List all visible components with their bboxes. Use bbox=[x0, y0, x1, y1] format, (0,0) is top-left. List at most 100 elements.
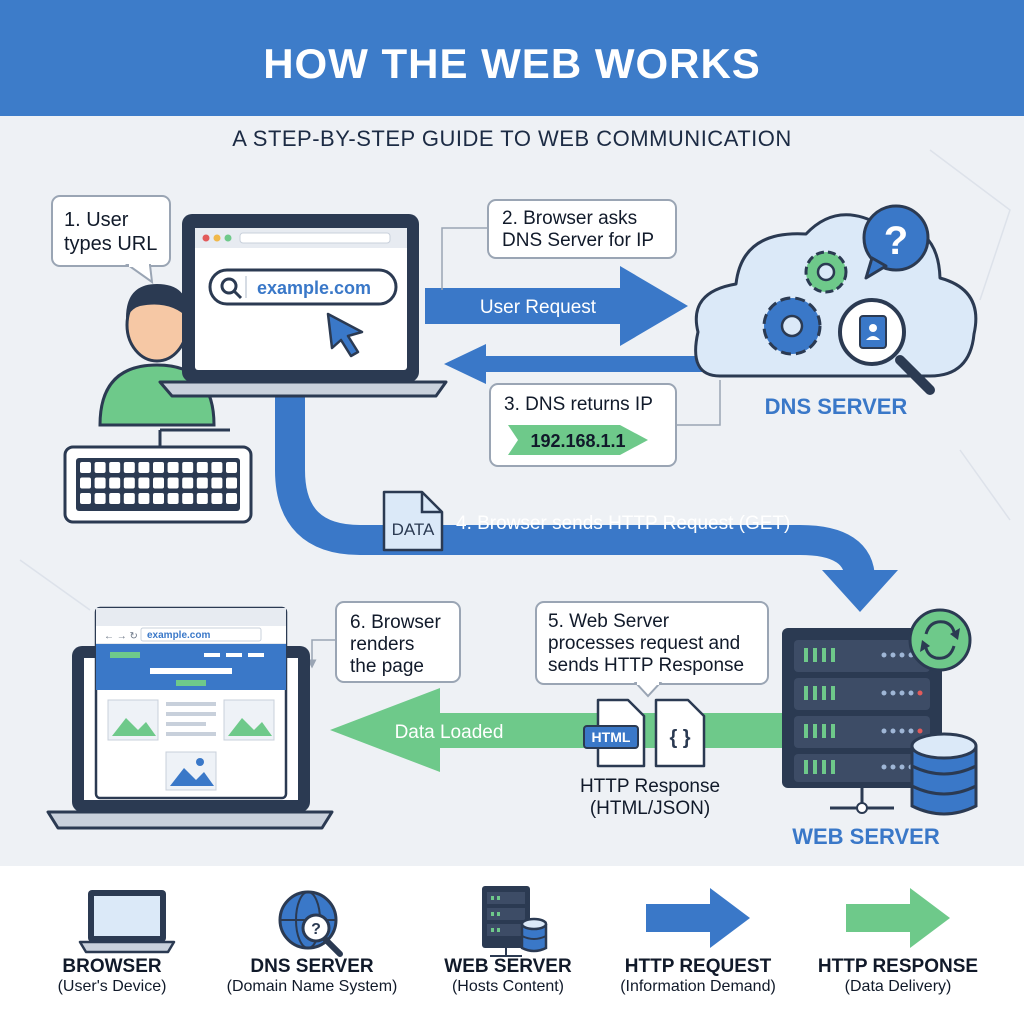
svg-text:← → ↻: ← → ↻ bbox=[104, 631, 138, 642]
search-icon bbox=[220, 277, 243, 300]
step3-line1: 3. DNS returns IP bbox=[504, 394, 653, 415]
server-status-bar bbox=[822, 724, 826, 738]
header-banner: HOW THE WEB WORKS bbox=[0, 0, 1024, 116]
keyboard-key bbox=[182, 462, 194, 473]
legend-title-browser: BROWSER bbox=[62, 956, 162, 977]
keyboard-key bbox=[80, 493, 91, 504]
user-request-label: User Request bbox=[480, 297, 597, 318]
legend-sub-http-response: (Data Delivery) bbox=[844, 978, 952, 995]
server-status-dot bbox=[890, 764, 896, 770]
server-status-bar bbox=[831, 686, 835, 700]
keyboard-key bbox=[109, 462, 121, 473]
server-status-bar bbox=[822, 760, 826, 774]
keyboard-key bbox=[226, 477, 237, 489]
step6-callout bbox=[307, 601, 461, 683]
browser-laptop-icon bbox=[78, 890, 176, 954]
step1-line1: 1. User bbox=[64, 209, 129, 231]
step5-line2: processes request and bbox=[548, 633, 740, 654]
server-status-bar bbox=[813, 760, 817, 774]
keyboard-key bbox=[196, 493, 208, 504]
page-title: HOW THE WEB WORKS bbox=[263, 40, 761, 87]
legend-item-http-request: HTTP REQUEST (Information Demand) bbox=[598, 866, 798, 1024]
keyboard-key bbox=[138, 493, 150, 504]
step2-callout bbox=[441, 199, 677, 290]
legend-item-browser: BROWSER (User's Device) bbox=[12, 866, 212, 1024]
keyboard-key bbox=[167, 493, 179, 504]
legend-title-http-request: HTTP REQUEST bbox=[624, 956, 772, 977]
server-status-bar bbox=[804, 648, 808, 662]
legend-title-dns-server: DNS SERVER bbox=[250, 956, 374, 977]
step5-line3: sends HTTP Response bbox=[548, 655, 744, 676]
json-file-icon bbox=[654, 698, 706, 768]
dns-return-arrow bbox=[444, 344, 760, 384]
server-status-dot bbox=[899, 764, 905, 770]
rendered-browser-window: ← → ↻ bbox=[94, 606, 288, 800]
database-icon bbox=[910, 732, 978, 816]
cursor-icon bbox=[326, 312, 364, 358]
server-status-bar bbox=[804, 724, 808, 738]
dns-server-label: DNS SERVER bbox=[765, 394, 908, 419]
legend-title-http-response: HTTP RESPONSE bbox=[817, 956, 979, 977]
keyboard-key bbox=[211, 493, 223, 504]
search-bar bbox=[208, 268, 398, 306]
keyboard-key bbox=[109, 493, 121, 504]
green-arrow-icon bbox=[846, 888, 950, 948]
server-status-dot bbox=[890, 652, 896, 658]
magnifier-address-book-icon bbox=[838, 298, 935, 395]
user-request-arrow bbox=[425, 266, 688, 346]
legend-item-web-server: WEB SERVER (Hosts Content) bbox=[408, 866, 608, 1024]
keyboard-key bbox=[94, 462, 106, 473]
legend-title-web-server: WEB SERVER bbox=[444, 956, 572, 977]
step3-ip-address: 192.168.1.1 bbox=[530, 431, 625, 451]
legend-sub-http-request: (Information Demand) bbox=[620, 978, 776, 995]
legend-sub-web-server: (Hosts Content) bbox=[451, 978, 565, 995]
keyboard-key bbox=[211, 462, 223, 473]
globe-search-icon: ? bbox=[278, 890, 343, 957]
server-status-bar bbox=[804, 760, 808, 774]
http-request-flow-arrowhead bbox=[822, 570, 898, 612]
http-response-line2: (HTML/JSON) bbox=[590, 798, 710, 819]
step6-line1: 6. Browser bbox=[350, 612, 441, 633]
server-status-dot bbox=[917, 690, 923, 696]
server-status-dot bbox=[899, 728, 905, 734]
step5-callout bbox=[535, 601, 769, 698]
keyboard-key bbox=[226, 493, 237, 504]
keyboard-key bbox=[182, 477, 194, 489]
legend-sub-browser: (User's Device) bbox=[57, 978, 167, 995]
server-status-bar bbox=[822, 648, 826, 662]
user-person bbox=[98, 284, 216, 427]
keyboard-key bbox=[138, 462, 150, 473]
server-status-bar bbox=[804, 686, 808, 700]
question-bubble-icon: ? bbox=[862, 204, 930, 280]
keyboard-key bbox=[153, 462, 164, 473]
page-subtitle: A STEP-BY-STEP GUIDE TO WEB COMMUNICATIO… bbox=[232, 126, 792, 151]
background-decoration bbox=[19, 149, 1011, 611]
keyboard-key bbox=[153, 493, 164, 504]
server-status-bar bbox=[813, 724, 817, 738]
server-status-bar bbox=[831, 724, 835, 738]
step1-callout bbox=[51, 195, 171, 285]
keyboard-key bbox=[167, 462, 179, 473]
keyboard-key bbox=[123, 462, 135, 473]
server-status-dot bbox=[890, 690, 896, 696]
http-response-line1: HTTP Response bbox=[580, 776, 720, 797]
server-status-dot bbox=[917, 728, 923, 734]
server-status-bar bbox=[831, 648, 835, 662]
step2-line1: 2. Browser asks bbox=[502, 208, 637, 229]
server-status-dot bbox=[890, 728, 896, 734]
keyboard bbox=[63, 428, 253, 524]
server-status-dot bbox=[881, 728, 887, 734]
html-file-icon bbox=[583, 698, 646, 768]
keyboard-key bbox=[182, 493, 194, 504]
web-flow-diagram: User Request Data Loaded 1. User types U… bbox=[19, 149, 1011, 849]
refresh-icon bbox=[908, 608, 972, 672]
step3-callout bbox=[489, 380, 721, 467]
html-file-label: HTML bbox=[592, 729, 631, 745]
step5-line1: 5. Web Server bbox=[548, 611, 670, 632]
data-loaded-arrow bbox=[330, 688, 790, 772]
http-request-flow-arrow bbox=[275, 395, 875, 582]
legend-item-http-response: HTTP RESPONSE (Data Delivery) bbox=[798, 866, 998, 1024]
keyboard-key bbox=[167, 477, 179, 489]
server-database-icon bbox=[482, 886, 548, 957]
